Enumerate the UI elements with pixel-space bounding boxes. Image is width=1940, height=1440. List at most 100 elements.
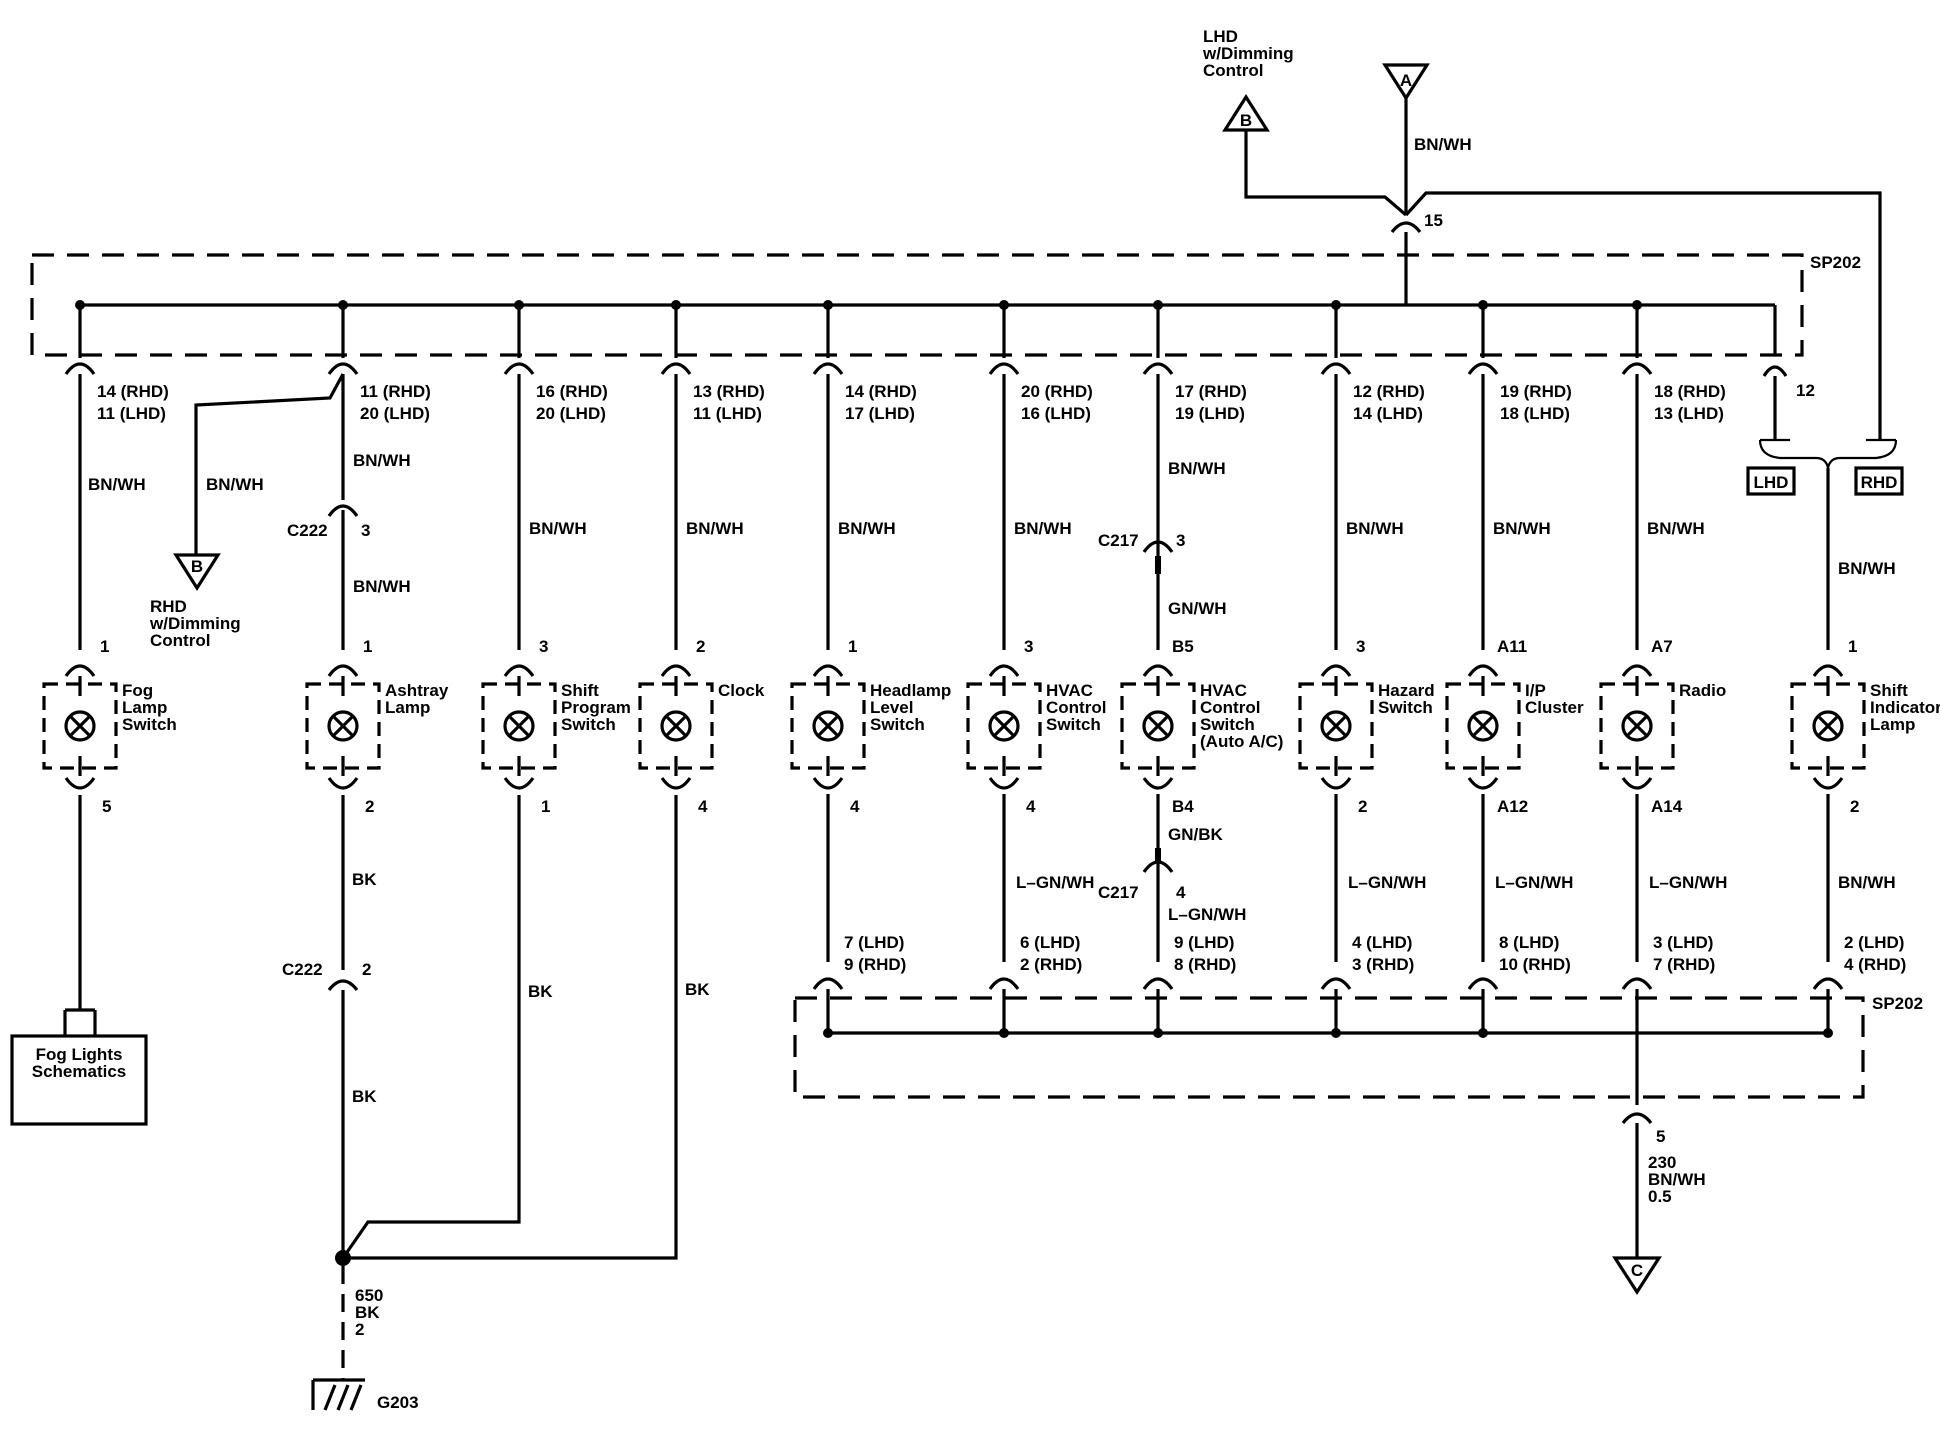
splice-sp202-label-upper: SP202 <box>1810 253 1861 272</box>
lower-splice-pin-rhd-hvac-control-switch: 2 (RHD) <box>1020 955 1082 974</box>
offpage-ref-c[interactable] <box>1612 1256 1662 1295</box>
connector-pin-top-clock: 2 <box>696 637 705 656</box>
splice-pin-rhd-ashtray-lamp: 11 (RHD) <box>360 382 431 401</box>
lower-splice-pin-lhd-hazard-switch: 4 (LHD) <box>1352 933 1412 952</box>
wire-color-bottom2-hvac-control-switch-auto: L–GN/WH <box>1168 905 1246 924</box>
connector-pin-top-hazard-switch: 3 <box>1356 637 1365 656</box>
ground-symbol[interactable] <box>311 1378 365 1411</box>
connector-pin-bottom-clock: 4 <box>698 797 708 816</box>
lower-splice-pin-rhd-ip-cluster: 10 (RHD) <box>1499 955 1571 974</box>
component-name-headlamp-level-switch-1: Level <box>870 698 913 717</box>
column-ip-cluster: 19 (RHD)18 (LHD)BN/WHA11A12I/PClusterL–G… <box>1445 300 1584 1038</box>
lower-splice-pin-lhd-hvac-control-switch-auto: 9 (LHD) <box>1174 933 1234 952</box>
component-name-hazard-switch-1: Switch <box>1378 698 1433 717</box>
component-name-hvac-control-switch-2: Switch <box>1046 715 1101 734</box>
wire-color-top-clock: BN/WH <box>686 519 744 538</box>
lower-splice-pin-rhd-radio: 7 (RHD) <box>1653 955 1715 974</box>
splice-pin-rhd-shift-program-switch: 16 (RHD) <box>536 382 608 401</box>
lower-splice-pin-lhd-ip-cluster: 8 (LHD) <box>1499 933 1559 952</box>
splice-pin-lhd-radio: 13 (LHD) <box>1654 404 1724 423</box>
wire-color-bottom-radio: L–GN/WH <box>1649 873 1727 892</box>
component-name-hvac-control-switch-0: HVAC <box>1046 681 1093 700</box>
rhd-dimming-label-1: RHD <box>150 597 187 616</box>
splice-pin-rhd-hvac-control-switch-auto: 17 (RHD) <box>1175 382 1247 401</box>
splice-pin-lhd-clock: 11 (LHD) <box>693 404 762 423</box>
rhd-dimming-ref[interactable] <box>173 553 221 591</box>
rhd-dimming-label-2: w/Dimming <box>149 614 241 633</box>
lower-wire-size: 0.5 <box>1648 1187 1672 1206</box>
connector-pin-top-radio: A7 <box>1651 637 1673 656</box>
c222-upper-label: C222 <box>287 521 328 540</box>
splice-pin-rhd-ip-cluster: 19 (RHD) <box>1500 382 1572 401</box>
offpage-ref-a[interactable] <box>1382 63 1430 101</box>
connector-pin-bottom-headlamp-level-switch: 4 <box>850 797 860 816</box>
component-name-hvac-control-switch-auto-2: Switch <box>1200 715 1255 734</box>
connector-pin-top-hvac-control-switch: 3 <box>1024 637 1033 656</box>
lamp-bulb-icon <box>988 710 1020 742</box>
lhd-tag[interactable] <box>1746 466 1796 496</box>
rhd-dimming-label-3: Control <box>150 631 210 650</box>
lamp-bulb-icon <box>1621 710 1653 742</box>
connector-pin-bottom-fog-lamp-switch: 5 <box>102 797 111 816</box>
ground-wire-color: BK <box>355 1303 380 1322</box>
wire-color-top-hazard-switch: BN/WH <box>1346 519 1404 538</box>
splice-sp202-upper: SP202 <box>30 253 1861 357</box>
rhd-tag[interactable] <box>1854 466 1904 496</box>
lamp-bulb-icon <box>1320 710 1352 742</box>
column-shift-program-switch: 16 (RHD)20 (LHD)BN/WH31ShiftProgramSwitc… <box>481 300 631 816</box>
rhd-dimming-ref-group: BN/WH B RHD w/Dimming Control <box>149 373 345 650</box>
wire-color-top-shift-indicator-lamp: BN/WH <box>1838 559 1896 578</box>
fog-lights-schematics-line1: Fog Lights <box>36 1045 123 1064</box>
lamp-bulb-icon <box>812 710 844 742</box>
clock-wire-bk: BK <box>685 980 710 999</box>
lower-splice-pin-rhd-hvac-control-switch-auto: 8 (RHD) <box>1174 955 1236 974</box>
connector-pin-top-ip-cluster: A11 <box>1497 637 1527 656</box>
lhd-rhd-selector: 12 LHD RHD <box>1746 305 1904 650</box>
component-name-hvac-control-switch-auto-1: Control <box>1200 698 1260 717</box>
wire-color-top-shift-program-switch: BN/WH <box>529 519 587 538</box>
wire-color-top-hvac-control-switch-auto: BN/WH <box>1168 459 1226 478</box>
lower-splice-pin-rhd-hazard-switch: 3 (RHD) <box>1352 955 1414 974</box>
c217-upper-pin: 3 <box>1176 531 1185 550</box>
ground-wire-size: 2 <box>355 1320 364 1339</box>
splice-pin-lhd-hvac-control-switch-auto: 19 (LHD) <box>1175 404 1245 423</box>
component-name-shift-program-switch-0: Shift <box>561 681 599 700</box>
lhd-tag-label: LHD <box>1754 473 1789 492</box>
wire-color-a: BN/WH <box>1414 135 1472 154</box>
component-name-fog-lamp-switch-1: Lamp <box>122 698 167 717</box>
connector-pin-top-fog-lamp-switch: 1 <box>100 637 109 656</box>
splice-sp202-label-lower: SP202 <box>1872 994 1923 1013</box>
wire-color-bottom-hvac-control-switch: L–GN/WH <box>1016 873 1094 892</box>
lower-splice-pin-rhd-headlamp-level-switch: 9 (RHD) <box>844 955 906 974</box>
component-name-headlamp-level-switch-0: Headlamp <box>870 681 951 700</box>
wire-color-top-ashtray-lamp: BN/WH <box>353 451 411 470</box>
column-hvac-control-switch: 20 (RHD)16 (LHD)BN/WH34HVACControlSwitch… <box>966 300 1106 1038</box>
splice-pin-rhd-fog-lamp-switch: 14 (RHD) <box>97 382 169 401</box>
wire-color-bottom-hvac-control-switch-auto: GN/BK <box>1168 825 1224 844</box>
component-name-shift-indicator-lamp-2: Lamp <box>1870 715 1915 734</box>
component-name-hvac-control-switch-auto-3: (Auto A/C) <box>1200 732 1283 751</box>
splice-pin-lhd-hvac-control-switch: 16 (LHD) <box>1021 404 1091 423</box>
fog-lights-schematics-line2: Schematics <box>32 1062 127 1081</box>
splice-pin-lhd-ip-cluster: 18 (LHD) <box>1500 404 1570 423</box>
fog-lights-schematics-box[interactable] <box>10 1034 148 1126</box>
c217-upper-label: C217 <box>1098 531 1139 550</box>
component-name-radio-0: Radio <box>1679 681 1726 700</box>
wire-color-top-fog-lamp-switch: BN/WH <box>88 475 146 494</box>
component-name-shift-indicator-lamp-0: Shift <box>1870 681 1908 700</box>
connector-pin-top-shift-program-switch: 3 <box>539 637 548 656</box>
